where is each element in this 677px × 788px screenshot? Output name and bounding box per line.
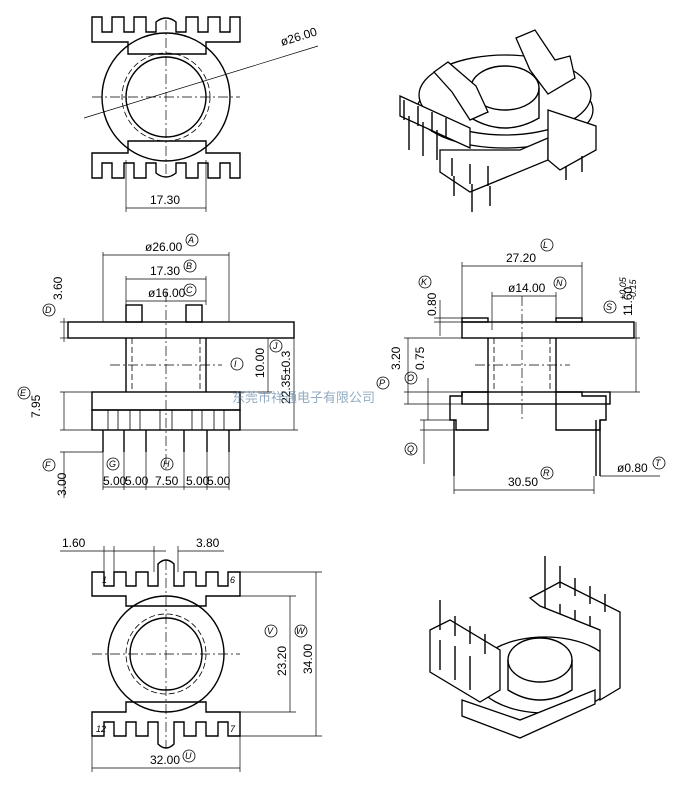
front-dim-s: 11.60 [621, 287, 635, 316]
front-dim-o: 0.75 [413, 346, 427, 370]
bubble-q: Q [407, 444, 414, 454]
side-view: ø26.00 17.30 ø16.00 3.60 7.95 3.00 10.00… [17, 233, 298, 498]
bottom-dim-u: 32.00 [150, 753, 180, 767]
top-width-label: 17.30 [150, 193, 180, 207]
side-dim-b: 17.30 [150, 264, 180, 278]
side-dim-e: 7.95 [29, 394, 43, 418]
bubble-r: R [543, 468, 550, 478]
side-dim-d: 3.60 [51, 276, 65, 300]
front-dim-t: ø0.80 [617, 461, 648, 475]
iso-view-bottom [429, 556, 621, 739]
side-dim-f: 3.00 [55, 472, 69, 496]
bubble-o: O [407, 373, 414, 383]
bubble-g: G [109, 459, 116, 469]
bottom-view: 1 6 12 7 1.60 3.80 23.20 34.00 32.00 U V… [60, 536, 322, 772]
bubble-f: F [45, 460, 51, 470]
bottom-dim-slot: 1.60 [62, 536, 86, 550]
bubble-s: S [606, 302, 612, 312]
pitch-1: 5.00 [103, 474, 127, 488]
bubble-p: P [379, 378, 385, 388]
bubble-t: T [655, 458, 662, 468]
front-dim-l: 27.20 [506, 251, 536, 265]
pin-number-12: 12 [96, 724, 106, 734]
bubble-w: W [296, 626, 306, 636]
pin-number-6: 6 [230, 575, 235, 585]
side-dim-c: ø16.00 [148, 286, 186, 300]
side-dim-i: 10.00 [253, 348, 267, 378]
bubble-i: I [234, 359, 237, 369]
top-view: ø26.00 17.30 [83, 16, 319, 212]
watermark: 东莞市祥通电子有限公司 [232, 390, 375, 406]
bubble-v: V [267, 626, 274, 636]
front-dim-k: 0.80 [425, 292, 439, 316]
pin-number-7: 7 [230, 724, 236, 734]
bubble-d: D [45, 305, 52, 315]
front-view: 27.20 ø14.00 0.80 11.60 +0.05 -0.15 3.20… [376, 238, 666, 494]
front-dim-s-tol-bottom: -0.15 [628, 278, 638, 300]
bubble-n: N [556, 278, 563, 288]
pitch-2: 5.00 [125, 474, 149, 488]
bottom-letter-bubbles: U V W [182, 624, 308, 763]
side-letter-bubbles: A B C D E F G H I J [17, 233, 283, 472]
front-dim-r: 30.50 [508, 475, 538, 489]
front-dim-s-tol-top: +0.05 [618, 276, 628, 300]
bubble-a: A [187, 235, 194, 245]
bubble-l: L [543, 240, 548, 250]
side-dim-j: 22.35±0.3 [279, 350, 293, 404]
bottom-dim-v: 23.20 [275, 646, 289, 676]
bubble-h: H [163, 459, 170, 469]
bubble-u: U [185, 751, 192, 761]
side-dim-a: ø26.00 [145, 240, 183, 254]
bottom-dim-w: 34.00 [301, 644, 315, 674]
bubble-k: K [421, 277, 428, 287]
front-letter-bubbles: K L N O P Q R S T [376, 238, 666, 480]
pitch-3: 7.50 [155, 474, 179, 488]
bubble-j: J [272, 341, 278, 351]
front-dim-p: 3.20 [389, 346, 403, 370]
pitch-5: 5.00 [207, 474, 231, 488]
pin-number-1: 1 [102, 575, 107, 585]
iso-view-top [399, 29, 597, 212]
bubble-b: B [186, 261, 192, 271]
top-diameter-label: ø26.00 [279, 24, 319, 48]
front-dim-n: ø14.00 [508, 281, 546, 295]
bubble-c: C [186, 285, 193, 295]
bottom-dim-gap: 3.80 [196, 536, 220, 550]
pitch-4: 5.00 [186, 474, 210, 488]
bubble-e: E [20, 388, 27, 398]
